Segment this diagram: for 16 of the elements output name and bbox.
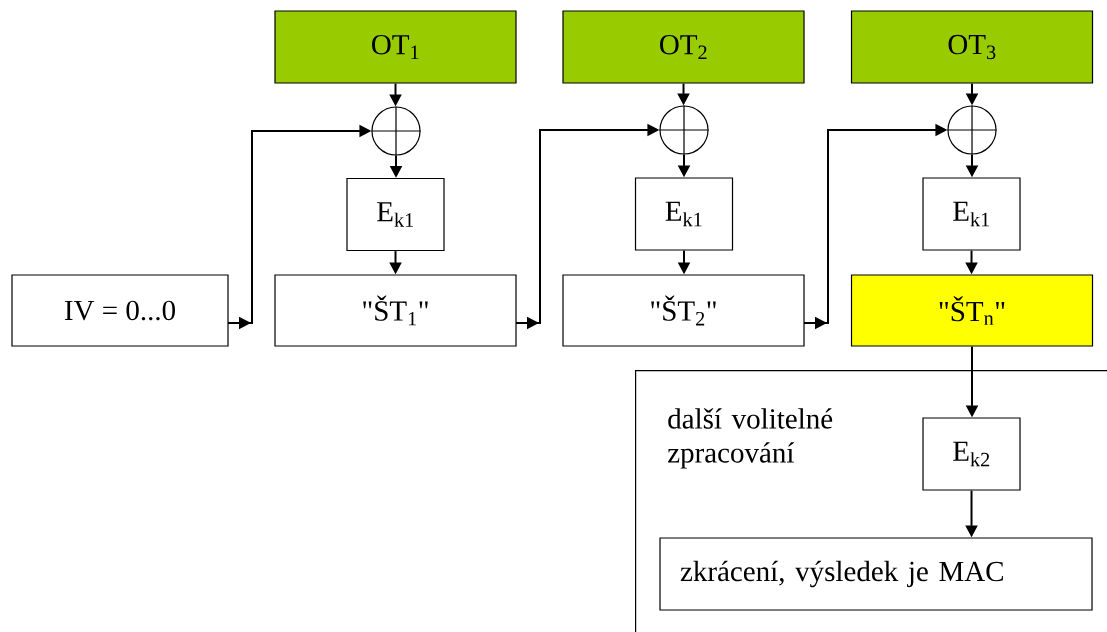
panel-heading: další volitelné zpracování — [668, 408, 833, 469]
xor-symbol — [946, 104, 998, 156]
plaintext-box: OT$_{2}$ — [562, 10, 805, 84]
cipher-box: E$_{k1}$ — [634, 177, 734, 251]
ciphertext-box: "ŠT$_{2}$" — [562, 274, 805, 347]
plaintext-box: OT$_{1}$ — [274, 10, 517, 84]
process-box: zkrácení, výsledek je MAC — [659, 537, 1093, 611]
xor-symbol — [370, 105, 422, 157]
cipher-box: E$_{k1}$ — [922, 177, 1021, 251]
cipher-box: E$_{k2}$ — [922, 417, 1021, 491]
xor-symbol — [658, 104, 710, 156]
ciphertext-box: "ŠT$_{n}$" — [850, 274, 1094, 347]
plaintext-box: OT$_{3}$ — [850, 10, 1094, 84]
ciphertext-box: "ŠT$_{1}$" — [274, 274, 517, 347]
cipher-box: E$_{k1}$ — [346, 177, 445, 252]
process-box: IV = 0...0 — [11, 274, 229, 347]
